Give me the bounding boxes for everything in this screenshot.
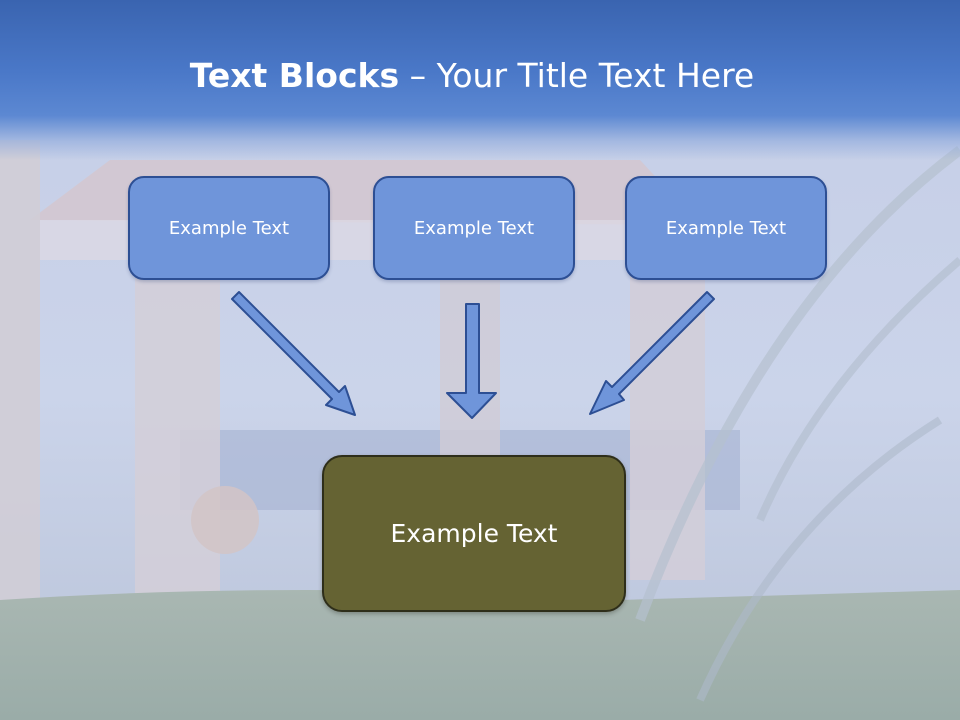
slide-title: Text Blocks – Your Title Text Here (0, 54, 944, 98)
result-block[interactable]: Example Text (322, 455, 626, 612)
title-bar (0, 0, 960, 160)
text-block-1[interactable]: Example Text (128, 176, 330, 280)
title-bold: Text Blocks (189, 56, 400, 95)
text-block-2[interactable]: Example Text (373, 176, 575, 280)
text-block-3[interactable]: Example Text (625, 176, 827, 280)
title-separator: – (399, 56, 437, 95)
title-rest: Your Title Text Here (436, 56, 755, 95)
